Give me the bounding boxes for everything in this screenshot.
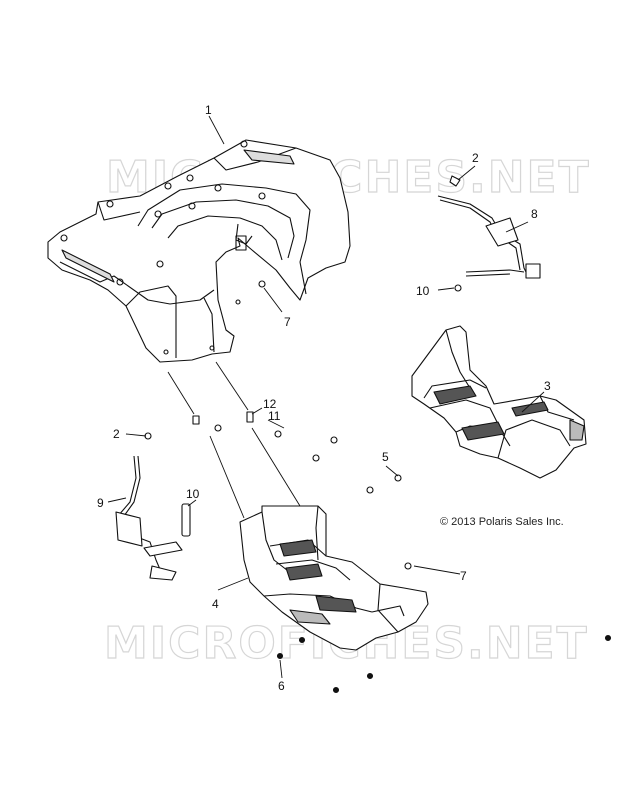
callout-4: 4 xyxy=(212,597,219,611)
part-3-right-footwell xyxy=(411,325,587,479)
callout-7-top: 7 xyxy=(284,315,291,329)
callout-5: 5 xyxy=(382,450,389,464)
part-9-bracket xyxy=(115,455,183,581)
leader-lines xyxy=(107,115,545,679)
callout-2-left: 2 xyxy=(113,427,120,441)
callout-10-right: 10 xyxy=(416,284,430,298)
callout-9: 9 xyxy=(97,496,104,510)
callout-7-bottom: 7 xyxy=(460,569,467,583)
callout-12: 12 xyxy=(263,397,277,411)
part-4-left-footwell xyxy=(239,505,429,651)
callout-6: 6 xyxy=(278,679,285,693)
part-10-pin xyxy=(181,503,191,537)
part-1-rear-fender xyxy=(47,139,351,363)
copyright-notice: © 2013 Polaris Sales Inc. xyxy=(440,516,564,528)
part-8-bracket xyxy=(437,195,541,292)
callout-3: 3 xyxy=(544,379,551,393)
callout-11: 11 xyxy=(268,409,281,423)
fasteners xyxy=(144,175,612,694)
callout-2-top: 2 xyxy=(472,151,479,165)
callout-10-left: 10 xyxy=(186,487,200,501)
callout-8: 8 xyxy=(531,207,538,221)
callout-1: 1 xyxy=(205,103,212,117)
